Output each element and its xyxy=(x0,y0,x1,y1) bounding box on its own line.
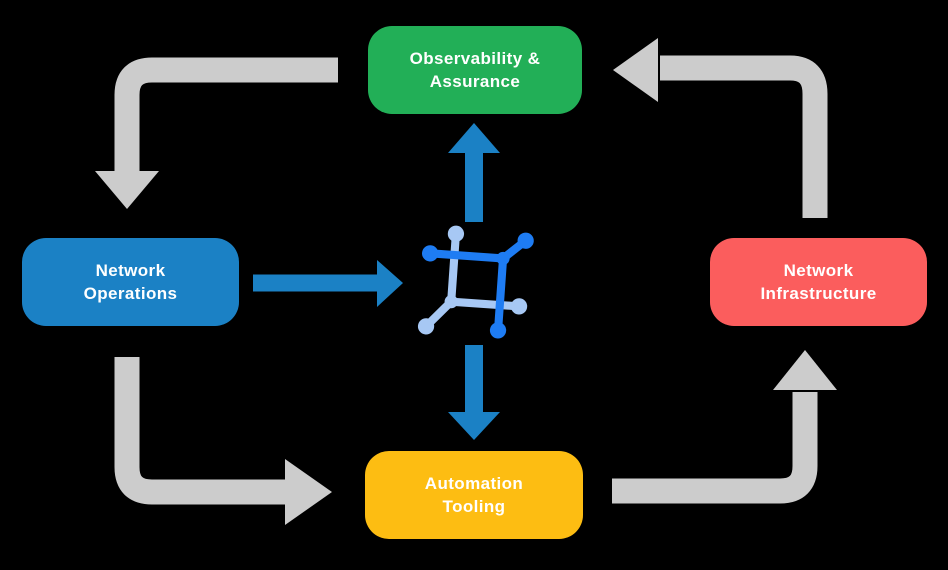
arrowhead-up-at-observability xyxy=(448,123,500,153)
core-arrowheads-group xyxy=(377,123,500,440)
arrowhead-up-at-infrastructure xyxy=(773,350,837,390)
arrow-infrastructure-to-observability xyxy=(660,55,828,218)
cycle-arrows-group xyxy=(114,55,828,505)
cycle-arrowheads-group xyxy=(95,38,837,525)
node-automation-tooling: Automation Tooling xyxy=(365,451,583,539)
network-core-icon-secondary xyxy=(417,225,528,335)
node-network-infrastructure-label: Network Infrastructure xyxy=(760,260,877,303)
arrow-operations-to-automation xyxy=(114,357,287,505)
node-observability-assurance-label: Observability & Assurance xyxy=(409,48,541,91)
node-network-operations-label: Network Operations xyxy=(83,260,178,303)
node-network-infrastructure: Network Infrastructure xyxy=(710,238,927,326)
network-core-icon xyxy=(417,225,534,339)
node-observability-assurance: Observability & Assurance xyxy=(368,26,582,114)
arrowhead-right-at-automation xyxy=(285,459,332,525)
network-core-icon-primary xyxy=(422,232,534,339)
arrowhead-right-at-core xyxy=(377,260,403,307)
node-automation-tooling-label: Automation Tooling xyxy=(424,473,524,516)
arrowhead-down-at-automation xyxy=(448,412,500,440)
node-network-operations: Network Operations xyxy=(22,238,239,326)
arrow-automation-to-infrastructure xyxy=(612,392,818,504)
arrowhead-down-at-operations xyxy=(95,171,159,209)
core-arrows-group xyxy=(253,151,483,414)
arrowhead-left-at-observability xyxy=(613,38,658,102)
arrow-observability-to-operations xyxy=(114,57,338,173)
